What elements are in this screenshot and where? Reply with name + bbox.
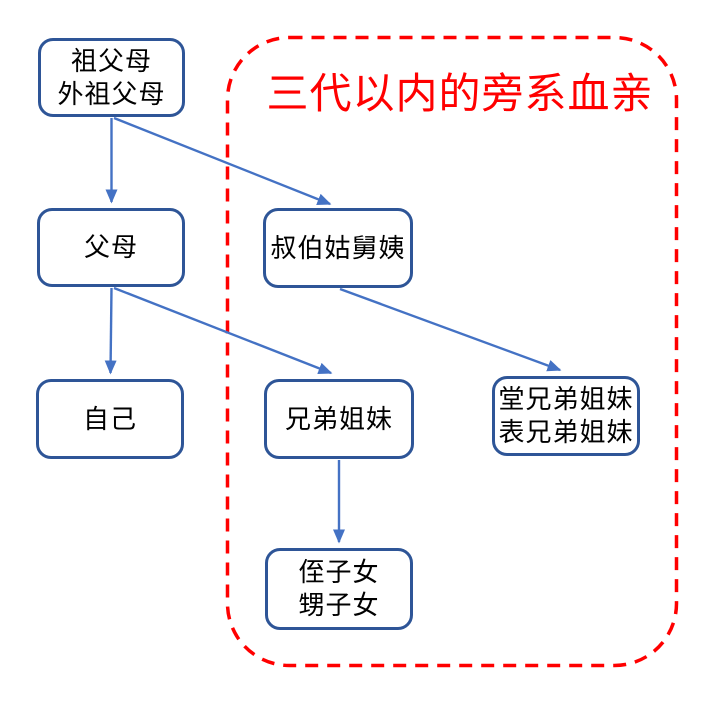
edge-parents-siblings xyxy=(113,286,333,375)
node-uncles-aunts: 叔伯姑舅姨 xyxy=(263,208,413,288)
node-uncles-aunts-label: 叔伯姑舅姨 xyxy=(270,232,406,263)
edge-parents-self xyxy=(104,287,117,375)
node-siblings: 兄弟姐妹 xyxy=(264,379,414,459)
diagram-title: 三代以内的旁系血亲 xyxy=(266,69,654,117)
node-cousins-label: 堂兄弟姐妹 表兄弟姐妹 xyxy=(498,384,634,447)
edge-grandparents-uncles xyxy=(113,116,332,206)
node-grandparents: 祖父母 外祖父母 xyxy=(38,38,185,117)
collateral-relatives-boundary xyxy=(225,35,679,668)
node-siblings-label: 兄弟姐妹 xyxy=(284,403,393,434)
node-self-label: 自己 xyxy=(82,403,137,434)
node-cousins: 堂兄弟姐妹 表兄弟姐妹 xyxy=(492,376,640,456)
node-parents-label: 父母 xyxy=(83,232,138,262)
node-nephews-nieces-label: 侄子女 甥子女 xyxy=(298,557,380,620)
node-self: 自己 xyxy=(36,379,184,459)
node-grandparents-label: 祖父母 外祖父母 xyxy=(57,45,166,109)
node-parents: 父母 xyxy=(37,208,185,287)
node-nephews-nieces: 侄子女 甥子女 xyxy=(265,548,413,630)
edge-uncles-cousins xyxy=(339,287,562,372)
